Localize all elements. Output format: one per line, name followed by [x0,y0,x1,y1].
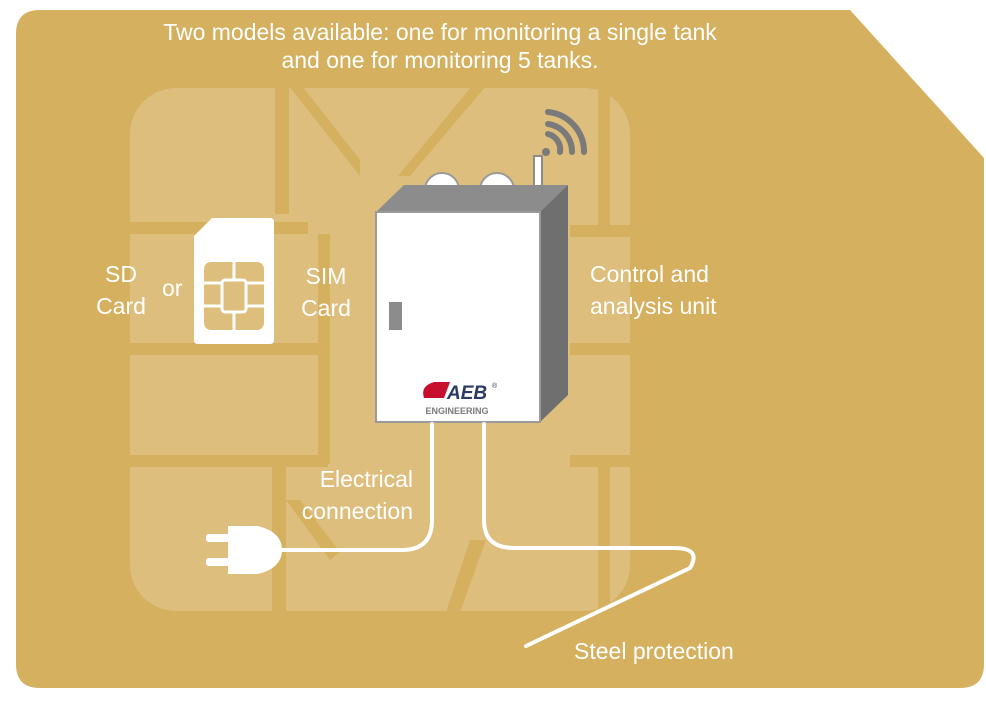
sim-card-label-line-2: Card [301,295,351,321]
cables [276,422,696,648]
steel-protection-label: Steel protection [574,638,734,664]
control-unit-label-line-2: analysis unit [590,293,717,319]
logo-brand: AEB [446,383,487,404]
power-plug-icon [206,526,282,574]
sim-card-icon [194,218,274,344]
chip-contact-gaps [128,84,632,617]
electrical-label-line-1: Electrical [319,466,413,492]
aeb-logo: AEB ® ENGINEERING [423,382,498,416]
control-unit-box [375,185,568,423]
sd-card-label-line-1: SD [105,261,137,287]
steel-protection-cable [482,422,696,648]
sim-card-label-line-1: SIM [305,263,347,289]
control-unit-label-line-1: Control and [590,261,709,287]
logo-mark: ® [492,382,498,390]
unit-latch [389,302,402,330]
electrical-label-line-2: connection [301,498,413,524]
logo-sub: ENGINEERING [425,406,488,416]
wifi-signal-icon [545,109,588,155]
header-line-2: and one for monitoring 5 tanks. [281,47,599,73]
or-label: or [162,275,183,301]
wifi-dot [542,148,550,156]
sd-card-label-line-2: Card [96,293,146,319]
electrical-cable [276,422,434,552]
header-line-1: Two models available: one for monitoring… [163,19,717,45]
